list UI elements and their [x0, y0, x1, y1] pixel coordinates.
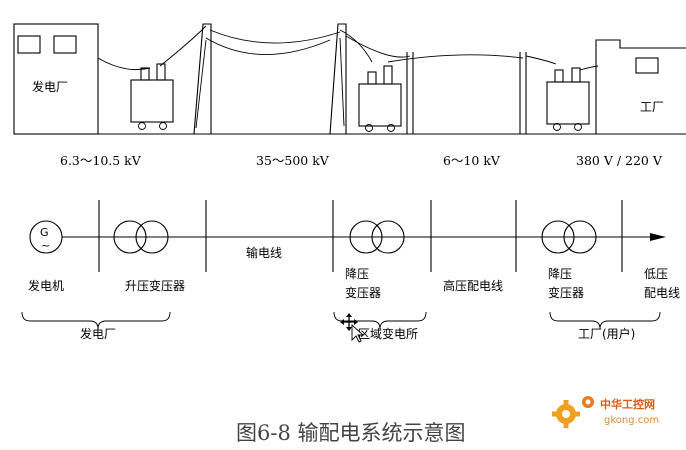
brace-power-plant [21, 311, 171, 330]
factory-building [595, 39, 686, 134]
label-lv-b: 配电线 [644, 286, 680, 300]
move-cursor-icon [340, 313, 365, 343]
utility-poles [193, 23, 527, 135]
gear-icon [552, 400, 580, 428]
watermark-line2: gkong.com [604, 415, 659, 426]
step-down-transformer-2-symbol [541, 220, 597, 254]
scene-illustration: 发电厂 工厂 [13, 23, 686, 135]
group-braces: 发电厂 区域变电所 工厂(用户) [21, 311, 661, 341]
step-down-transformer-1-symbol [349, 220, 405, 254]
step-up-transformer-symbol [113, 220, 169, 254]
brace-substation [333, 311, 427, 330]
section-dividers [98, 200, 623, 272]
label-step-down-2-b: 变压器 [548, 285, 584, 300]
watermark: 中华工控网 gkong.com [552, 396, 659, 428]
voltage-transmission: 35～500 kV [256, 153, 330, 168]
label-step-down-1-b: 变压器 [345, 285, 381, 300]
generator-ac: ~ [41, 239, 50, 252]
generator-symbol [29, 220, 63, 254]
group-power-plant: 发电厂 [80, 326, 116, 341]
voltage-generation: 6.3～10.5 kV [60, 153, 142, 168]
transformer-illustration-1 [130, 63, 174, 130]
label-hv-distribution: 高压配电线 [443, 278, 503, 293]
voltage-user: 380 V / 220 V [576, 153, 663, 168]
voltage-labels: 6.3～10.5 kV 35～500 kV 6～10 kV 380 V / 22… [60, 153, 663, 168]
transformer-illustration-2 [358, 65, 402, 132]
group-substation: 区域变电所 [358, 326, 418, 341]
arrow-head [650, 233, 666, 241]
figure-caption: 图6-8 输配电系统示意图 [236, 421, 466, 445]
generator-g: G [40, 226, 49, 239]
factory-building-label: 工厂 [640, 100, 664, 114]
transformer-illustration-3 [546, 67, 590, 131]
overhead-wires [97, 25, 599, 71]
power-plant-building [13, 23, 99, 135]
plant-building-label: 发电厂 [32, 79, 68, 94]
label-lv-a: 低压 [644, 267, 668, 281]
label-transmission-line: 输电线 [246, 245, 282, 260]
label-step-down-2-a: 降压 [548, 267, 572, 281]
label-generator: 发电机 [28, 278, 64, 293]
small-gear-icon [582, 396, 594, 408]
label-step-down-1-a: 降压 [345, 267, 369, 281]
label-step-up-transformer: 升压变压器 [125, 278, 185, 293]
watermark-line1: 中华工控网 [600, 397, 655, 411]
brace-factory [549, 311, 661, 330]
group-factory: 工厂(用户) [578, 326, 635, 341]
voltage-distribution: 6～10 kV [443, 153, 501, 168]
single-line-schematic: G ~ 发电机 升压变压器 输电线 降压 变压器 高压配电线 [28, 200, 680, 300]
